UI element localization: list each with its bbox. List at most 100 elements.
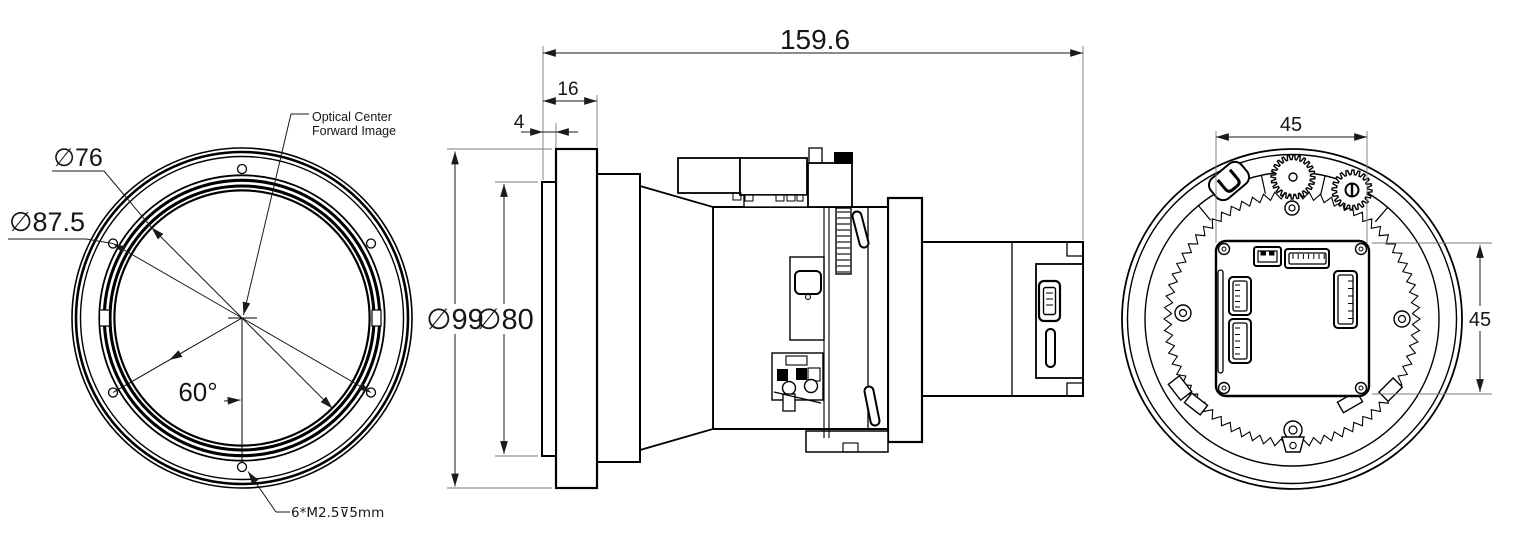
optical-center-label-1: Optical Center <box>312 110 392 124</box>
side-notch-left <box>98 309 111 327</box>
plate-screw-top <box>1284 200 1300 216</box>
dia87-dim-line <box>112 243 243 319</box>
sensor-cap <box>834 152 853 164</box>
dim-label-dia76: ∅76 <box>53 144 103 172</box>
switch-roller-1 <box>781 380 797 396</box>
sector-division-lines <box>1198 175 1389 223</box>
dim-label-d99: ∅99 <box>426 304 484 336</box>
rear-pcb <box>1214 239 1371 398</box>
pcb-edge-slot <box>1217 269 1224 374</box>
connector-power-inner <box>1257 250 1278 263</box>
front-flange <box>554 147 599 490</box>
ring-tab-a <box>1167 374 1193 402</box>
dim-label-60deg: 60° <box>178 377 217 407</box>
dim-label-dia87: ∅87.5 <box>9 207 85 237</box>
switch-bracket <box>785 355 808 366</box>
plate-screw-left-inner <box>1178 308 1188 318</box>
bottom-plate-step <box>842 442 859 453</box>
dim-label-overall: 159.6 <box>780 24 850 55</box>
dia76-dim-line <box>151 227 243 319</box>
plate-tab-b <box>744 194 754 202</box>
screw-hole <box>236 461 248 473</box>
plate-tooth-1 <box>775 194 785 202</box>
thread-note-label: 6*M2.5⊽5mm <box>291 505 384 521</box>
connector-left-2-inner <box>1232 322 1248 360</box>
side-view: 159.6 16 4 ∅99 ∅80 <box>426 24 1084 490</box>
switch-roller-2 <box>803 378 819 394</box>
dim-label-4: 4 <box>514 112 525 133</box>
dim-label-16: 16 <box>557 79 578 100</box>
dim-label-45h: 45 <box>1280 114 1302 136</box>
plate-screw-bottom-inner <box>1288 425 1298 435</box>
dia76-leader <box>52 170 152 228</box>
dia87-dim-line2 <box>241 317 372 393</box>
pcb-screw-bl-inner <box>1221 385 1227 391</box>
dim-label-45v: 45 <box>1469 309 1491 331</box>
ring-tab-b <box>1183 392 1209 416</box>
connector-power-pin2 <box>1269 251 1275 256</box>
usb-pins <box>1046 292 1053 306</box>
rear-slot <box>1045 328 1056 368</box>
rear-notch-top <box>1066 242 1083 257</box>
d80-label-bg <box>481 304 531 334</box>
pcb-screw-br-inner <box>1358 385 1364 391</box>
rear-notch-bottom <box>1066 382 1083 396</box>
optical-center-label-2: Forward Image <box>312 124 396 138</box>
front-view: ∅76 ∅87.5 Optical Center Forward Image 6… <box>8 110 413 521</box>
motor-box-1 <box>677 157 741 194</box>
usb-connector <box>1037 279 1062 323</box>
connector-power-pin1 <box>1260 251 1266 256</box>
rear-outer-ring <box>1121 148 1463 490</box>
gear-rack-teeth <box>837 211 850 273</box>
connector-main-inner <box>1288 252 1327 265</box>
ring-tab-c <box>1377 376 1404 403</box>
lever-top-fill <box>853 212 868 247</box>
plate-screw-top-inner <box>1288 204 1296 212</box>
dia76-dim-line2 <box>241 317 333 409</box>
gear1-hub <box>1288 172 1298 182</box>
pcb-screw-tl-inner <box>1221 246 1227 252</box>
optical-center-leader <box>242 113 292 316</box>
plate-tooth-2 <box>786 194 796 202</box>
mid-flange <box>886 196 924 444</box>
angle-arrow-left <box>169 347 191 361</box>
plate-tooth-3 <box>796 194 804 202</box>
clamp-slot <box>1208 160 1250 202</box>
side-panel <box>789 256 825 341</box>
connector-right <box>1333 270 1358 329</box>
connector-pins <box>1235 254 1353 355</box>
dia87-leader <box>8 238 114 244</box>
angle-arrow-right <box>223 396 241 405</box>
sensor-post <box>808 147 823 165</box>
d99-label-bg <box>429 304 481 334</box>
bottom-tab-hole <box>1289 441 1297 450</box>
thread-leader <box>247 471 277 513</box>
drive-gears <box>1270 154 1373 211</box>
dim-label-d80: ∅80 <box>476 304 534 336</box>
pcb-screw-br <box>1354 381 1368 395</box>
pcb-screw-tr <box>1354 242 1368 256</box>
screw-hole <box>365 238 377 249</box>
pcb-screw-tl <box>1217 242 1231 256</box>
switch-contact-2 <box>796 368 807 380</box>
bottom-tab <box>1281 436 1305 453</box>
switch-lever-line <box>773 391 822 404</box>
cone-section <box>639 184 714 452</box>
panel-screw <box>804 293 812 301</box>
motor-box-2 <box>739 157 808 196</box>
pcb-screw-bl <box>1217 381 1231 395</box>
plate-tab-a <box>732 192 742 201</box>
switch-contact-1 <box>777 369 788 381</box>
plate-screw-right <box>1393 310 1411 328</box>
panel-window <box>794 270 822 295</box>
lever-bottom-fill <box>865 387 879 425</box>
ring-tab-c-rect <box>1377 376 1404 403</box>
connector-right-inner <box>1337 274 1354 325</box>
rear-view: 45 45 <box>1121 114 1496 490</box>
connector-main <box>1284 248 1330 269</box>
switch-stem <box>782 393 796 412</box>
second-ring <box>596 173 641 463</box>
dim45v-label-bg <box>1464 306 1496 331</box>
